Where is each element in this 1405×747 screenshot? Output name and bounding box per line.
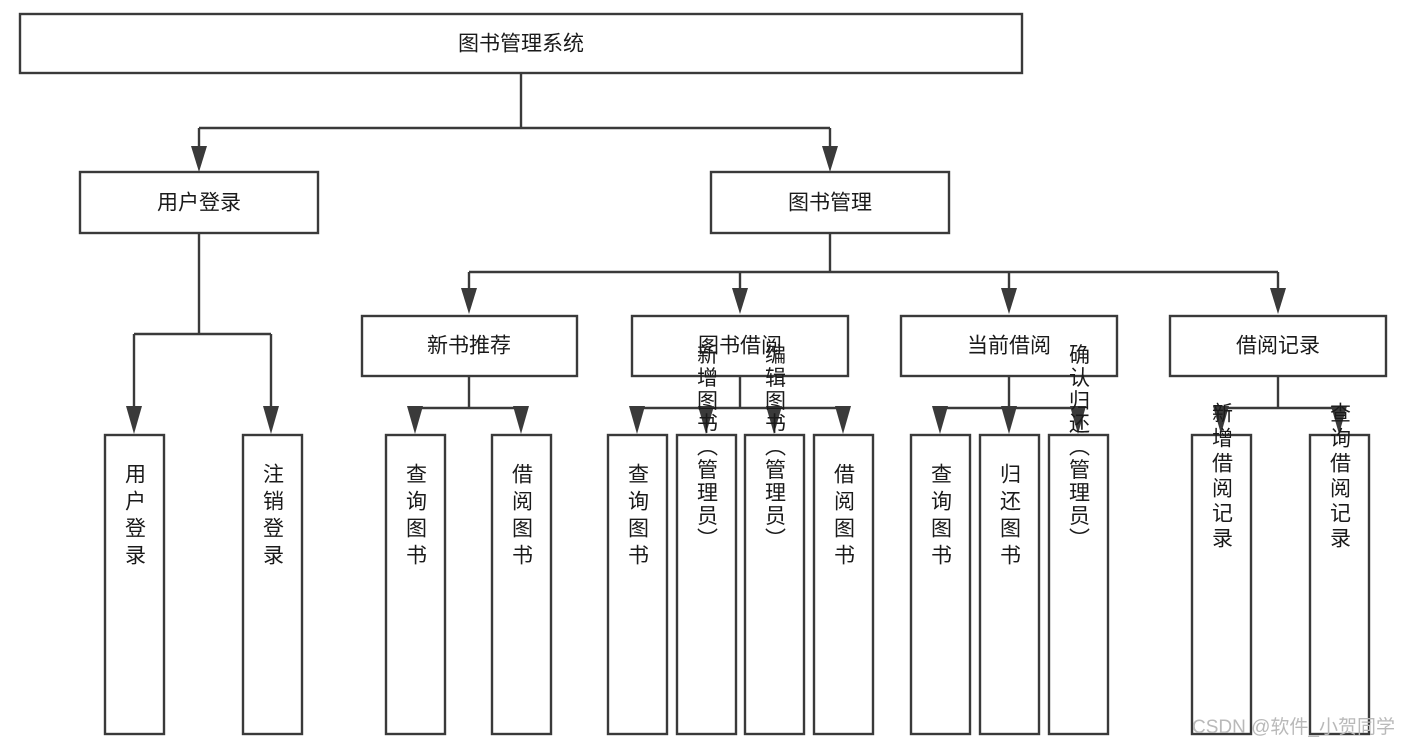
node-borrow-record-label: 借阅记录 xyxy=(1236,335,1320,358)
leaf-query-book-2-box[interactable] xyxy=(606,433,669,736)
leaf-borrow-book-1[interactable]: 借阅图书 xyxy=(490,433,553,736)
leaf-borrow-book-1-label: 借阅图书 xyxy=(510,463,534,571)
arrow-to-current-borrow-icon xyxy=(1001,288,1017,314)
arrow-to-user-login-icon xyxy=(191,146,207,172)
leaf-query-book-3[interactable]: 查询图书 xyxy=(909,433,972,736)
arrow-leaf-confirm-return-icon xyxy=(1070,406,1086,434)
arrow-to-book-borrow-icon xyxy=(732,288,748,314)
csdn-watermark: CSDN @软件_小贺同学 xyxy=(1192,716,1395,738)
node-book-borrow[interactable]: 图书借阅 xyxy=(630,314,850,378)
node-root-box[interactable] xyxy=(18,12,1024,75)
leaf-add-record[interactable]: 新增借阅记录 xyxy=(1190,402,1253,736)
leaf-return-book-label: 归还图书 xyxy=(998,463,1022,571)
node-current-borrow[interactable]: 当前借阅 xyxy=(899,314,1119,378)
leaf-borrow-book-2-label: 借阅图书 xyxy=(832,463,856,571)
node-layer: 图书管理系统 用户登录 图书管理 新书推荐 图书借阅 当前 xyxy=(18,12,1388,736)
leaf-user-login-box[interactable] xyxy=(103,433,166,736)
node-root-label: 图书管理系统 xyxy=(458,33,584,56)
leaf-confirm-return-box[interactable] xyxy=(1047,433,1110,736)
arrow-leaf-query-book-3-icon xyxy=(932,406,948,434)
node-user-login-label: 用户登录 xyxy=(157,192,241,215)
node-root[interactable]: 图书管理系统 xyxy=(18,12,1024,75)
arrow-to-new-book-recommend-icon xyxy=(461,288,477,314)
leaf-edit-book-box[interactable] xyxy=(743,433,806,736)
arrow-leaf-edit-book-icon xyxy=(766,406,782,434)
leaf-user-login[interactable]: 用户登录 xyxy=(103,433,166,736)
arrow-leaf-add-record-icon xyxy=(1213,406,1229,434)
leaf-return-book[interactable]: 归还图书 xyxy=(978,433,1041,736)
leaf-confirm-return[interactable]: 确认归还（管理员） xyxy=(1047,344,1110,736)
leaf-edit-book[interactable]: 编辑图书（管理员） xyxy=(743,344,806,736)
leaf-query-book-3-box[interactable] xyxy=(909,433,972,736)
leaf-borrow-book-2[interactable]: 借阅图书 xyxy=(812,433,875,736)
node-borrow-record-box[interactable] xyxy=(1168,314,1388,378)
leaf-query-record-box[interactable] xyxy=(1308,433,1371,736)
node-current-borrow-label: 当前借阅 xyxy=(967,335,1051,358)
leaf-add-book[interactable]: 新增图书（管理员） xyxy=(675,344,738,736)
arrow-leaf-borrow-book-2-icon xyxy=(835,406,851,434)
leaf-confirm-return-label: 确认归还（管理员） xyxy=(1067,344,1091,551)
arrow-leaf-query-record-icon xyxy=(1331,406,1347,434)
node-new-book-recommend[interactable]: 新书推荐 xyxy=(360,314,579,378)
node-book-manage[interactable]: 图书管理 xyxy=(709,170,951,235)
leaf-borrow-book-2-box[interactable] xyxy=(812,433,875,736)
leaf-query-book-1-label: 查询图书 xyxy=(404,463,428,571)
node-new-book-recommend-box[interactable] xyxy=(360,314,579,378)
leaf-query-record[interactable]: 查询借阅记录 xyxy=(1308,402,1371,736)
node-borrow-record[interactable]: 借阅记录 xyxy=(1168,314,1388,378)
edge-layer xyxy=(126,73,1347,434)
leaf-add-record-box[interactable] xyxy=(1190,433,1253,736)
arrow-leaf-query-book-1-icon xyxy=(407,406,423,434)
leaf-edit-book-label: 编辑图书（管理员） xyxy=(763,344,787,551)
arrow-leaf-return-book-icon xyxy=(1001,406,1017,434)
node-user-login-box[interactable] xyxy=(78,170,320,235)
node-new-book-recommend-label: 新书推荐 xyxy=(427,335,511,358)
leaf-return-book-box[interactable] xyxy=(978,433,1041,736)
leaf-user-logout-box[interactable] xyxy=(241,433,304,736)
arrow-to-book-manage-icon xyxy=(822,146,838,172)
leaf-query-book-2[interactable]: 查询图书 xyxy=(606,433,669,736)
leaf-user-logout[interactable]: 注销登录 xyxy=(241,433,304,736)
leaf-add-book-label: 新增图书（管理员） xyxy=(695,344,719,551)
node-user-login[interactable]: 用户登录 xyxy=(78,170,320,235)
leaf-user-logout-label: 注销登录 xyxy=(261,463,285,571)
node-book-borrow-label: 图书借阅 xyxy=(698,335,782,358)
arrow-leaf-user-login-icon xyxy=(126,406,142,434)
arrow-leaf-query-book-2-icon xyxy=(629,406,645,434)
arrow-to-borrow-record-icon xyxy=(1270,288,1286,314)
leaf-query-book-2-label: 查询图书 xyxy=(626,463,650,571)
leaf-borrow-book-1-box[interactable] xyxy=(490,433,553,736)
leaf-query-book-3-label: 查询图书 xyxy=(929,463,953,571)
arrow-leaf-borrow-book-1-icon xyxy=(513,406,529,434)
leaf-query-record-label: 查询借阅记录 xyxy=(1328,402,1352,552)
leaf-add-record-label: 新增借阅记录 xyxy=(1210,402,1234,552)
node-book-manage-box[interactable] xyxy=(709,170,951,235)
node-book-borrow-box[interactable] xyxy=(630,314,850,378)
leaf-add-book-box[interactable] xyxy=(675,433,738,736)
node-current-borrow-box[interactable] xyxy=(899,314,1119,378)
arrow-leaf-user-logout-icon xyxy=(263,406,279,434)
node-book-manage-label: 图书管理 xyxy=(788,192,872,215)
arrow-leaf-add-book-icon xyxy=(698,406,714,434)
leaf-user-login-label: 用户登录 xyxy=(123,463,147,571)
leaf-query-book-1-box[interactable] xyxy=(384,433,447,736)
leaf-query-book-1[interactable]: 查询图书 xyxy=(384,433,447,736)
